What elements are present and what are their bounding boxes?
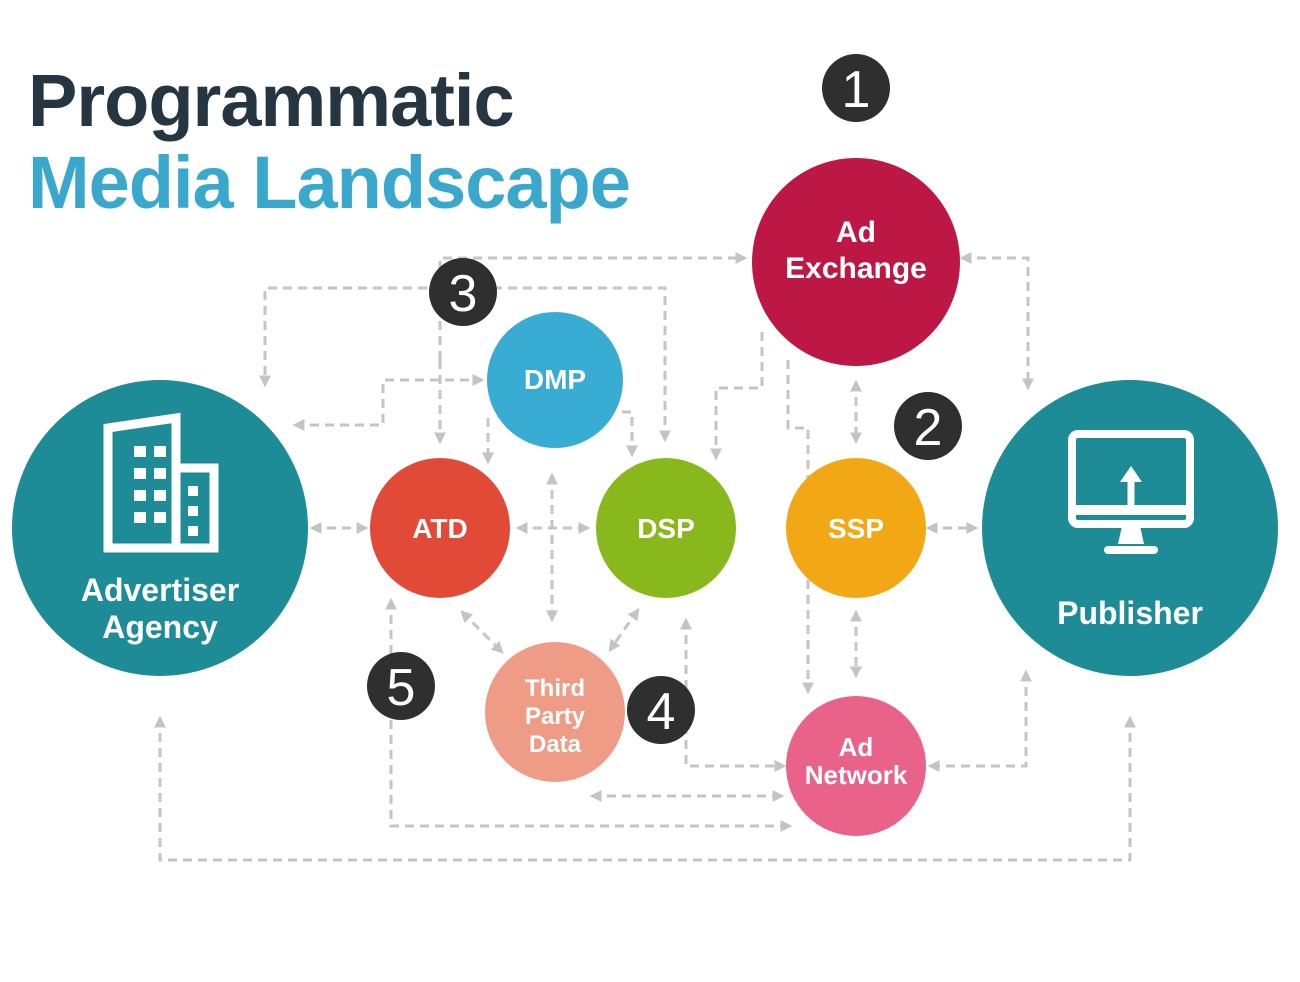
- page-title: Programmatic Media Landscape: [28, 59, 631, 224]
- ad-network-label-line2: Network: [805, 760, 908, 790]
- badge-5: 5: [367, 652, 435, 720]
- publisher-label: Publisher: [1057, 595, 1203, 631]
- dsp-label: DSP: [637, 513, 695, 544]
- badge-5-label: 5: [387, 659, 416, 717]
- connector-publisher-ad-network: [927, 669, 1032, 772]
- atd-label: ATD: [412, 513, 467, 544]
- connector-dsp-third-party: [608, 608, 640, 652]
- node-advertiser-agency: Advertiser Agency: [12, 380, 308, 676]
- ssp-label: SSP: [828, 513, 884, 544]
- advertiser-agency-label-line1: Advertiser: [81, 572, 239, 608]
- third-party-label-line3: Data: [529, 731, 582, 758]
- ad-exchange-label-line1: Ad: [836, 216, 876, 249]
- node-atd: ATD: [370, 458, 510, 598]
- badge-4: 4: [627, 676, 695, 744]
- ad-network-label-line1: Ad: [839, 732, 874, 762]
- dmp-label: DMP: [524, 364, 586, 395]
- connector-advertiser-to-dmp: [292, 374, 485, 431]
- node-dmp: DMP: [487, 312, 623, 448]
- badge-1: 1: [822, 54, 890, 122]
- connector-dmp-top-to-ad-exchange: [438, 252, 748, 360]
- title-line-media-landscape: Media Landscape: [28, 141, 631, 224]
- badge-4-label: 4: [647, 683, 676, 741]
- title-line-programmatic: Programmatic: [28, 59, 515, 142]
- third-party-label-line2: Party: [525, 703, 586, 730]
- node-publisher: Publisher: [982, 380, 1278, 676]
- connector-ad-exchange-publisher: [959, 252, 1034, 391]
- node-dsp: DSP: [596, 458, 736, 598]
- badge-1-label: 1: [842, 61, 871, 119]
- connector-dsp-ad-network: [680, 617, 787, 772]
- connector-atd-third-party: [460, 610, 504, 654]
- connector-dmp-to-dsp: [622, 410, 638, 458]
- node-ssp: SSP: [786, 458, 926, 598]
- connector-ad-exchange-to-dsp: [710, 332, 764, 461]
- connector-ad-exchange-to-ad-network: [786, 360, 814, 695]
- badge-3: 3: [429, 258, 497, 326]
- badge-3-label: 3: [449, 265, 478, 323]
- badge-2: 2: [894, 392, 962, 460]
- building-icon: [103, 412, 219, 553]
- node-ad-exchange: Ad Exchange: [752, 158, 960, 366]
- monitor-upload-icon: [1068, 430, 1194, 554]
- node-ad-network: Ad Network: [786, 696, 926, 836]
- node-third-party-data: Third Party Data: [485, 642, 625, 782]
- ad-exchange-label-line2: Exchange: [785, 252, 927, 285]
- advertiser-agency-label-line2: Agency: [102, 609, 218, 645]
- badge-2-label: 2: [914, 399, 943, 457]
- connectors: [154, 252, 1136, 862]
- third-party-label-line1: Third: [525, 675, 585, 702]
